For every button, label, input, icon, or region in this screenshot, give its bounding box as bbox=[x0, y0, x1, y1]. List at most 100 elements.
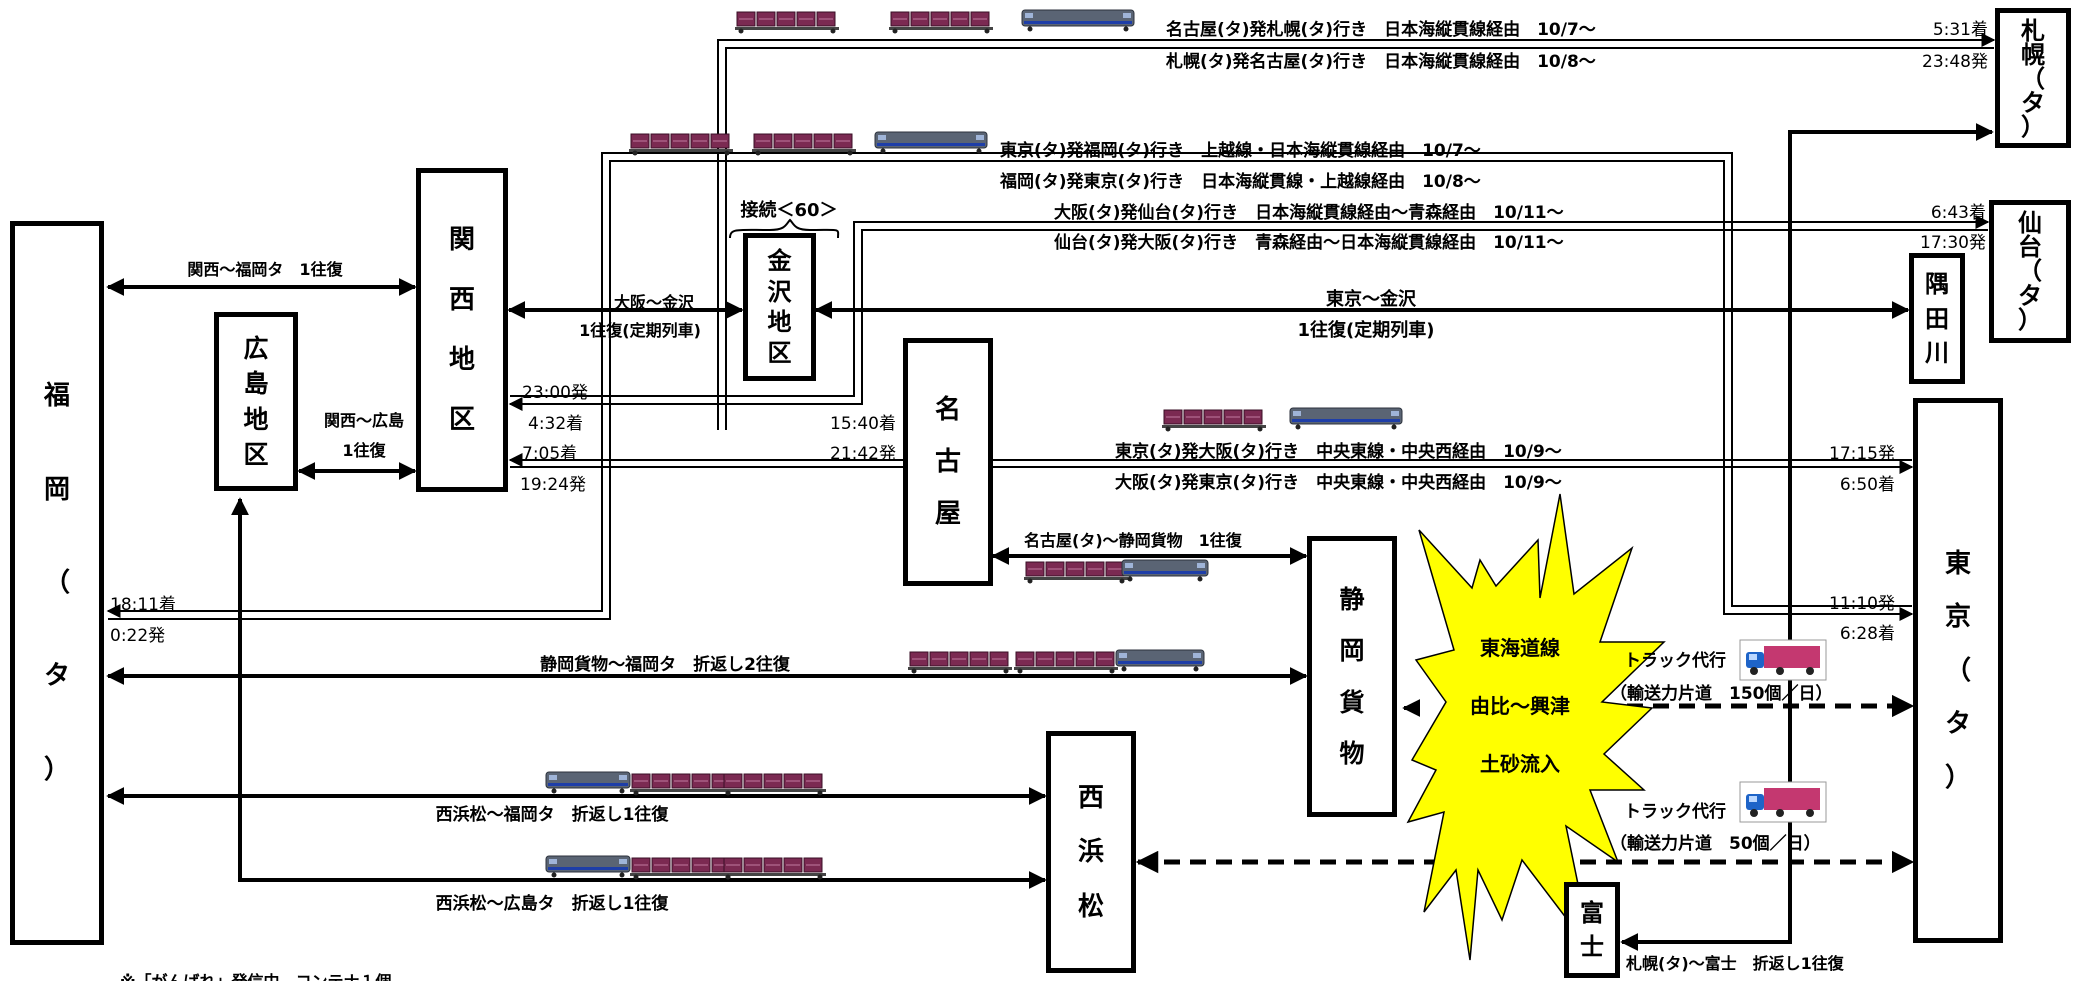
label-tokyo-fukuoka: 東京(タ)発福岡(タ)行き 上越線・日本海縦貫線経由 10/7～ bbox=[1000, 141, 1481, 161]
locomotive-icon bbox=[1121, 559, 1209, 582]
locomotive-icon bbox=[874, 131, 988, 154]
label-kansai-hiroshima-2: 1往復 bbox=[342, 441, 386, 460]
disruption-line-2: 由比～興津 bbox=[1470, 694, 1570, 718]
container-wagon-icon bbox=[752, 133, 856, 156]
station-char: （ bbox=[43, 567, 70, 598]
station-char: 西 bbox=[1077, 782, 1104, 813]
label-osaka-kanazawa-1: 大阪～金沢 bbox=[613, 293, 695, 312]
station-char: 区 bbox=[448, 405, 475, 435]
label-osaka-kanazawa-2: 1往復(定期列車) bbox=[579, 321, 701, 340]
time-sapporo-arr: 5:31着 bbox=[1932, 20, 1988, 40]
disruption-line-1: 東海道線 bbox=[1480, 636, 1560, 660]
station-char: 古 bbox=[934, 447, 961, 477]
station-char: 幌 bbox=[2021, 41, 2045, 69]
label-osaka-sendai: 大阪(タ)発仙台(タ)行き 日本海縦貫線経由～青森経由 10/11～ bbox=[1054, 203, 1564, 223]
connection-brace bbox=[729, 218, 840, 239]
station-char: 岡 bbox=[43, 474, 70, 505]
time-kansai-arr-705: 7:05着 bbox=[522, 444, 578, 464]
station-char: 名 bbox=[934, 395, 961, 425]
station-char: タ bbox=[1944, 709, 1971, 739]
station-char: 札 bbox=[2021, 17, 2045, 45]
station-char: ） bbox=[1944, 762, 1971, 793]
container-wagon-icon bbox=[630, 773, 734, 796]
label-nishihamamatsu-hiroshima: 西浜松～広島タ 折返し1往復 bbox=[435, 894, 669, 914]
label-shizuoka-fukuoka: 静岡貨物～福岡タ 折返し2往復 bbox=[540, 655, 790, 675]
station-char: 松 bbox=[1077, 891, 1104, 922]
station-hiroshima: 広島地区 bbox=[214, 312, 298, 491]
station-char: 仙 bbox=[2018, 209, 2042, 238]
label-sendai-osaka: 仙台(タ)発大阪(タ)行き 青森経由～日本海縦貫線経由 10/11～ bbox=[1054, 233, 1564, 253]
station-char: タ bbox=[2021, 89, 2045, 117]
station-char: （ bbox=[2018, 257, 2042, 286]
time-tokyo-arr-650: 6:50着 bbox=[1839, 475, 1895, 495]
route-nishihamamatsu-hiroshima bbox=[231, 497, 1047, 889]
station-char: （ bbox=[2021, 65, 2045, 93]
station-char: 士 bbox=[1580, 933, 1604, 961]
truck-150-title: トラック代行 bbox=[1624, 651, 1726, 671]
station-char: 島 bbox=[243, 369, 269, 399]
station-char: 岡 bbox=[1339, 636, 1365, 666]
station-char: 沢 bbox=[767, 277, 792, 306]
station-char: 台 bbox=[2018, 233, 2042, 262]
station-char: ） bbox=[43, 754, 70, 785]
container-wagon-icon bbox=[722, 773, 826, 796]
station-char: 富 bbox=[1580, 899, 1604, 927]
station-char: 関 bbox=[448, 225, 475, 255]
truck-50-title: トラック代行 bbox=[1624, 802, 1726, 822]
time-kansai-arr-432: 4:32着 bbox=[528, 414, 584, 434]
label-nishihamamatsu-fukuoka: 西浜松～福岡タ 折返し1往復 bbox=[435, 805, 669, 825]
station-char: 田 bbox=[1925, 304, 1949, 333]
disruption-line-3: 土砂流入 bbox=[1480, 752, 1560, 776]
locomotive-icon bbox=[1289, 407, 1403, 430]
station-char: 金 bbox=[767, 246, 792, 275]
station-sumidagawa: 隅田川 bbox=[1909, 253, 1965, 384]
label-connection: 接続＜60＞ bbox=[740, 200, 838, 221]
locomotive-icon bbox=[545, 771, 631, 794]
container-wagon-icon bbox=[722, 857, 826, 880]
time-tokyo-arr-628: 6:28着 bbox=[1839, 624, 1895, 644]
station-fuji: 富士 bbox=[1564, 882, 1620, 978]
container-wagon-icon bbox=[1162, 409, 1266, 432]
route-nagoya-sapporo bbox=[717, 33, 1996, 430]
time-fukuoka-arr: 18:11着 bbox=[110, 595, 176, 615]
station-sapporo: 札幌（タ） bbox=[1995, 8, 2071, 148]
time-sendai-arr: 6:43着 bbox=[1930, 203, 1986, 223]
station-nagoya: 名古屋 bbox=[903, 338, 993, 586]
label-sapporo-fuji: 札幌(タ)～富士 折返し1往復 bbox=[1626, 954, 1844, 973]
label-tokyo-osaka: 東京(タ)発大阪(タ)行き 中央東線・中央西経由 10/9～ bbox=[1115, 442, 1562, 462]
truck-50-capacity: （輸送力片道 50個／日） bbox=[1610, 834, 1821, 854]
truck-150-capacity: （輸送力片道 150個／日） bbox=[1610, 684, 1833, 704]
station-kanazawa: 金沢地区 bbox=[743, 233, 816, 381]
station-char: 浜 bbox=[1077, 837, 1104, 867]
truck-icon bbox=[1739, 781, 1827, 823]
time-sapporo-dep: 23:48発 bbox=[1922, 52, 1988, 72]
landslide-burst bbox=[1406, 493, 1666, 961]
station-char: ） bbox=[2018, 305, 2042, 334]
route-sendai-osaka bbox=[508, 229, 1988, 411]
station-char: 隅 bbox=[1925, 270, 1949, 299]
station-char: 京 bbox=[1944, 602, 1971, 632]
station-tokyo: 東京（タ） bbox=[1913, 398, 2003, 943]
time-kansai-dep-1924: 19:24発 bbox=[520, 475, 586, 495]
station-fukuoka: 福岡（タ） bbox=[10, 221, 104, 945]
container-wagon-icon bbox=[1024, 561, 1128, 584]
label-nagoya-shizuoka: 名古屋(タ)～静岡貨物 1往復 bbox=[1024, 531, 1242, 550]
container-wagon-icon bbox=[1014, 651, 1118, 674]
label-tokyo-kanazawa-2: 1往復(定期列車) bbox=[1297, 320, 1435, 341]
time-nagoya-dep: 21:42発 bbox=[830, 444, 896, 464]
label-fukuoka-tokyo: 福岡(タ)発東京(タ)行き 日本海縦貫線・上越線経由 10/8～ bbox=[1000, 172, 1481, 192]
station-sendai: 仙台（タ） bbox=[1989, 200, 2071, 343]
station-char: 物 bbox=[1339, 738, 1365, 768]
station-char: ） bbox=[2021, 113, 2045, 141]
label-kansai-hiroshima-1: 関西～広島 bbox=[323, 411, 405, 430]
station-char: （ bbox=[1944, 655, 1971, 686]
label-tokyo-kanazawa-1: 東京～金沢 bbox=[1326, 289, 1416, 310]
time-tokyo-dep-1715: 17:15発 bbox=[1829, 444, 1895, 464]
station-char: 西 bbox=[448, 285, 475, 315]
footnote: ※「がんばれ」発信中 コンテナ１個 bbox=[120, 968, 392, 981]
station-char: 区 bbox=[243, 440, 269, 470]
station-char: 福 bbox=[43, 381, 70, 412]
station-shizuoka: 静岡貨物 bbox=[1307, 536, 1397, 817]
station-char: 川 bbox=[1925, 338, 1949, 367]
